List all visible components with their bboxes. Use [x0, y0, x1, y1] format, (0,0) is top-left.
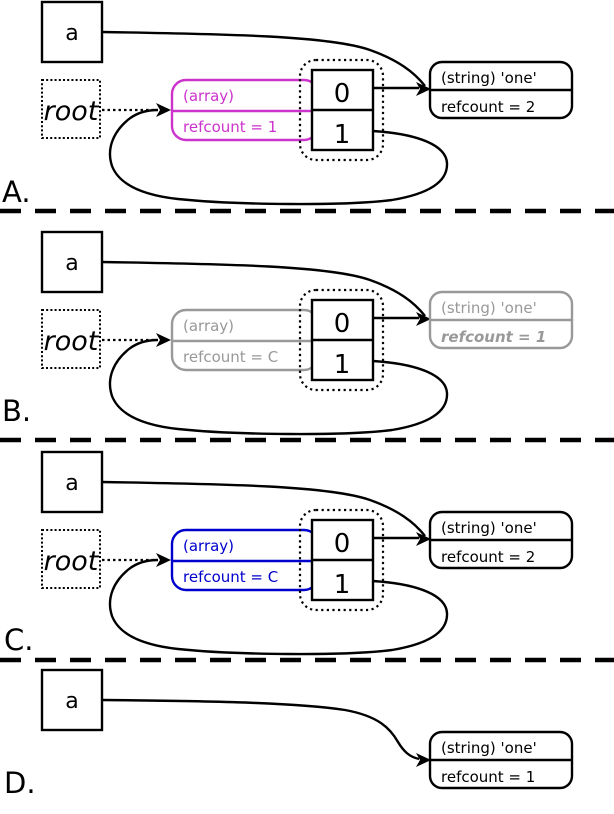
a-to-string-line — [101, 30, 426, 87]
panel-a: (array) refcount = 1 0 1 (string) 'one' … — [40, 0, 574, 206]
root-box: root — [41, 529, 101, 589]
panel-label-d: D. — [4, 766, 36, 800]
string-type-label: (string) 'one' — [441, 299, 537, 317]
root-outline — [41, 309, 101, 369]
array-type-label: (array) — [183, 317, 234, 335]
string-type-label: (string) 'one' — [441, 69, 537, 87]
cycle-arrow-line — [108, 338, 449, 436]
var-a-label: a — [65, 251, 78, 276]
panel-d: (string) 'one' refcount = 1 a — [40, 668, 574, 790]
cycle-arrow-line — [108, 108, 449, 206]
string-refcount-label: refcount = 1 — [441, 768, 535, 786]
index-1-label: 1 — [334, 570, 351, 600]
var-a-box: a — [40, 450, 104, 514]
a-to-string-line — [101, 480, 426, 537]
index-0-label: 0 — [334, 309, 351, 339]
panel-c: (array) refcount = C 0 1 (string) 'one' … — [40, 450, 574, 656]
string-box: (string) 'one' refcount = 1 — [428, 730, 574, 790]
a-to-string-line — [101, 698, 420, 761]
var-a-box: a — [40, 668, 104, 732]
var-a-label: a — [65, 471, 78, 496]
string-box: (string) 'one' refcount = 1 — [428, 290, 574, 350]
root-label: root — [44, 546, 100, 577]
index-1-label: 1 — [334, 120, 351, 150]
var-a-outline — [40, 450, 104, 514]
array-box: (array) refcount = C — [170, 308, 320, 372]
index-0-label: 0 — [334, 529, 351, 559]
root-outline — [41, 79, 101, 139]
string-refcount-label: refcount = 1 — [441, 328, 546, 346]
panel-b: (array) refcount = C 0 1 (string) 'one' … — [40, 230, 574, 436]
a-to-string-line — [101, 260, 426, 317]
array-type-label: (array) — [183, 87, 234, 105]
var-a-outline — [40, 668, 104, 732]
root-outline — [41, 529, 101, 589]
string-arrowhead-icon — [416, 753, 431, 767]
var-a-box: a — [40, 0, 104, 64]
panel-label-b: B. — [2, 394, 31, 428]
array-refcount-label: refcount = C — [183, 568, 278, 586]
string-arrowhead-icon — [416, 312, 431, 326]
root-box: root — [41, 79, 101, 139]
string-refcount-label: refcount = 2 — [441, 98, 535, 116]
root-arrowhead-icon — [156, 333, 171, 347]
index-box: 0 1 — [310, 518, 375, 602]
string-type-label: (string) 'one' — [441, 519, 537, 537]
string-type-label: (string) 'one' — [441, 739, 537, 757]
string-box: (string) 'one' refcount = 2 — [428, 510, 574, 570]
var-a-label: a — [65, 21, 78, 46]
string-arrowhead-icon — [416, 532, 431, 546]
string-arrowhead-icon — [416, 82, 431, 96]
var-a-box: a — [40, 230, 104, 294]
string-box: (string) 'one' refcount = 2 — [428, 60, 574, 120]
var-a-outline — [40, 0, 104, 64]
root-box: root — [41, 309, 101, 369]
array-type-label: (array) — [183, 537, 234, 555]
root-arrowhead-icon — [156, 553, 171, 567]
array-refcount-label: refcount = 1 — [183, 118, 277, 136]
panel-label-c: C. — [4, 623, 33, 657]
var-a-label: a — [65, 689, 78, 714]
cycle-arrow-line — [108, 558, 449, 656]
array-box: (array) refcount = 1 — [170, 78, 320, 142]
index-box: 0 1 — [310, 298, 375, 382]
root-label: root — [44, 326, 100, 357]
index-1-label: 1 — [334, 350, 351, 380]
panel-label-a: A. — [2, 175, 31, 209]
array-refcount-label: refcount = C — [183, 348, 278, 366]
root-arrowhead-icon — [156, 103, 171, 117]
index-0-label: 0 — [334, 79, 351, 109]
string-refcount-label: refcount = 2 — [441, 548, 535, 566]
array-box: (array) refcount = C — [170, 528, 320, 592]
var-a-outline — [40, 230, 104, 294]
index-box: 0 1 — [310, 68, 375, 152]
root-label: root — [44, 96, 100, 127]
